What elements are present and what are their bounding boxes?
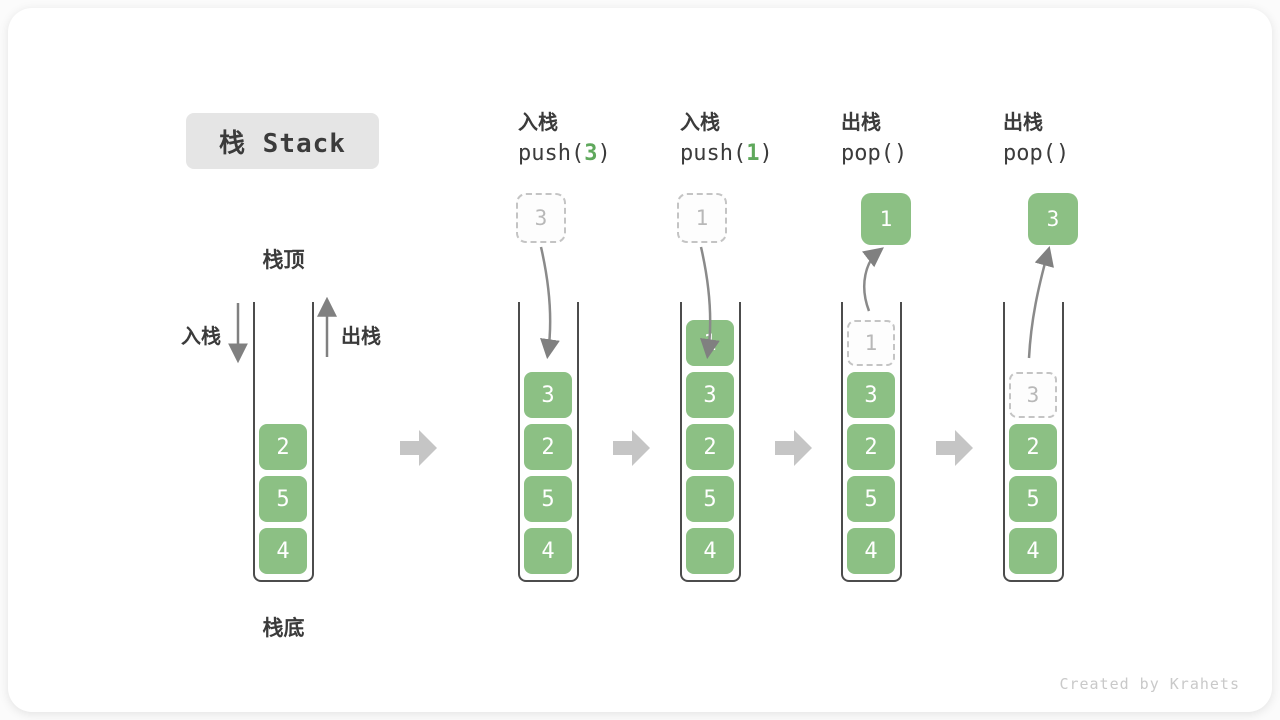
stack-item: 2 bbox=[847, 424, 895, 470]
stack-item: 4 bbox=[1009, 528, 1057, 574]
stack-container-after-pop1: 1 3 2 5 4 bbox=[841, 302, 902, 582]
stack-container-after-push1: 1 3 2 5 4 bbox=[680, 302, 741, 582]
incoming-value: 3 bbox=[534, 206, 548, 230]
stack-item: 1 bbox=[686, 320, 734, 366]
stack-item: 5 bbox=[1009, 476, 1057, 522]
stack-container-initial: 2 5 4 bbox=[253, 302, 314, 582]
stack-item: 5 bbox=[259, 476, 307, 522]
ghost-item: 3 bbox=[1009, 372, 1057, 418]
stack-item: 5 bbox=[847, 476, 895, 522]
push-side-label: 入栈 bbox=[181, 326, 221, 348]
op-label-code: pop() bbox=[1003, 141, 1070, 166]
transition-arrow-icon bbox=[936, 430, 973, 466]
stack-item: 4 bbox=[686, 528, 734, 574]
stack-item: 5 bbox=[686, 476, 734, 522]
popped-element: 3 bbox=[1028, 193, 1078, 245]
stack-container-after-pop3: 3 2 5 4 bbox=[1003, 302, 1064, 582]
code-close: ) bbox=[597, 141, 611, 166]
code-arg: 1 bbox=[746, 141, 760, 166]
popped-value: 1 bbox=[879, 207, 893, 231]
op-label-code: push(3) bbox=[518, 141, 611, 166]
op-label-cn: 入栈 bbox=[680, 112, 720, 134]
stack-item: 4 bbox=[847, 528, 895, 574]
stack-item: 3 bbox=[524, 372, 572, 418]
transition-arrow-icon bbox=[400, 430, 437, 466]
transition-arrow-icon bbox=[775, 430, 812, 466]
stack-item: 4 bbox=[259, 528, 307, 574]
stack-item: 2 bbox=[1009, 424, 1057, 470]
code-fn: push( bbox=[518, 141, 585, 166]
stack-item: 3 bbox=[686, 372, 734, 418]
stack-container-after-push3: 3 2 5 4 bbox=[518, 302, 579, 582]
op-label-code: push(1) bbox=[680, 141, 773, 166]
stack-item: 2 bbox=[524, 424, 572, 470]
diagram-title-text: 栈 Stack bbox=[219, 128, 346, 159]
op-label-cn: 出栈 bbox=[841, 112, 881, 134]
stack-item: 2 bbox=[686, 424, 734, 470]
watermark: Created by Krahets bbox=[1059, 675, 1240, 693]
incoming-value: 1 bbox=[695, 206, 709, 230]
ghost-item: 1 bbox=[847, 320, 895, 366]
incoming-element: 3 bbox=[516, 193, 566, 243]
stack-item: 2 bbox=[259, 424, 307, 470]
stack-item: 4 bbox=[524, 528, 572, 574]
op-label-code: pop() bbox=[841, 141, 908, 166]
code-close: ) bbox=[759, 141, 773, 166]
code-arg: 3 bbox=[584, 141, 598, 166]
incoming-element: 1 bbox=[677, 193, 727, 243]
diagram-title: 栈 Stack bbox=[186, 113, 379, 169]
stack-item: 3 bbox=[847, 372, 895, 418]
op-label-cn: 入栈 bbox=[518, 112, 558, 134]
op-label-cn: 出栈 bbox=[1003, 112, 1043, 134]
stack-item: 5 bbox=[524, 476, 572, 522]
code-fn: push( bbox=[680, 141, 747, 166]
popped-element: 1 bbox=[861, 193, 911, 245]
transition-arrow-icon bbox=[613, 430, 650, 466]
pop-side-label: 出栈 bbox=[341, 326, 381, 348]
stack-top-label: 栈顶 bbox=[262, 249, 305, 272]
stack-bottom-label: 栈底 bbox=[262, 617, 305, 640]
popped-value: 3 bbox=[1046, 207, 1060, 231]
